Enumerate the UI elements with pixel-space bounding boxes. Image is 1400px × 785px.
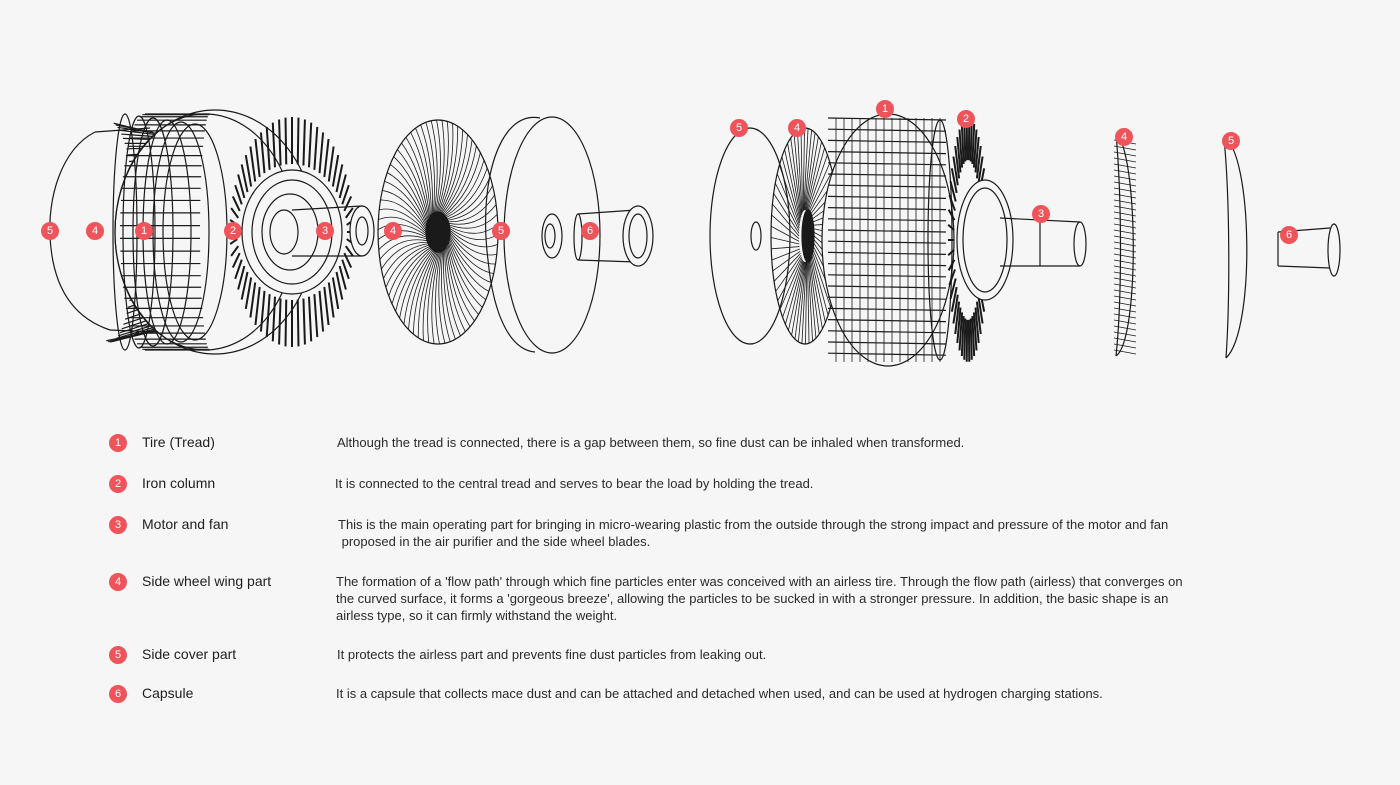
legend-description-line: airless type, so it can firmly withstand… (336, 608, 618, 623)
left-capsule (577, 209, 637, 263)
exploded-view-diagram: 5 4 1 2 3 4 5 6 5 4 1 2 3 4 5 6 (41, 100, 1341, 367)
legend-part-title: Iron column (142, 475, 216, 491)
svg-text:3: 3 (322, 225, 328, 237)
legend-description-line: Although the tread is connected, there i… (337, 435, 965, 450)
legend-description-line: It is a capsule that collects mace dust … (336, 686, 1103, 701)
legend-description-line: the curved surface, it forms a 'gorgeous… (336, 591, 1169, 606)
right-callout-7: 6 (1280, 226, 1298, 244)
svg-text:4: 4 (92, 225, 98, 237)
legend-number-badge: 6 (109, 685, 127, 703)
legend-part-title: Capsule (142, 685, 194, 701)
left-exploded-assembly (49, 109, 654, 355)
legend-description-line: It is connected to the central tread and… (335, 476, 814, 491)
svg-text:3: 3 (1038, 208, 1044, 220)
right-side-cover-front (1223, 137, 1248, 359)
callout-badges: 5 4 1 2 3 4 5 6 5 4 1 2 3 4 5 6 (41, 100, 1298, 244)
svg-text:6: 6 (587, 225, 593, 237)
left-callout-2: 1 (135, 222, 153, 240)
left-callout-0: 5 (41, 222, 59, 240)
legend-part-description: It protects the airless part and prevent… (337, 646, 766, 663)
legend-number-badge: 3 (109, 516, 127, 534)
legend-description-line: proposed in the air purifier and the sid… (338, 534, 651, 549)
legend-part-description: This is the main operating part for brin… (338, 516, 1168, 550)
legend-part-title: Motor and fan (142, 516, 229, 532)
right-callout-1: 4 (788, 119, 806, 137)
left-callout-7: 6 (581, 222, 599, 240)
svg-text:2: 2 (963, 113, 969, 125)
legend-part-title: Side cover part (142, 646, 237, 662)
legend-part-description: It is connected to the central tread and… (335, 475, 813, 492)
svg-text:4: 4 (1121, 131, 1127, 143)
legend-part-title: Tire (Tread) (142, 434, 215, 450)
legend-number-badge: 4 (109, 573, 127, 591)
left-side-cover-front (485, 116, 541, 353)
right-callout-4: 3 (1032, 205, 1050, 223)
svg-text:6: 6 (1286, 229, 1292, 241)
svg-text:4: 4 (794, 122, 800, 134)
svg-text:5: 5 (736, 122, 742, 134)
legend-number-badge: 2 (109, 475, 127, 493)
left-callout-6: 5 (492, 222, 510, 240)
left-iron-column (229, 117, 355, 347)
right-callout-0: 5 (730, 119, 748, 137)
legend-description-line: It protects the airless part and prevent… (337, 647, 767, 662)
left-callout-5: 4 (384, 222, 402, 240)
right-wing-front (1113, 133, 1137, 357)
left-motor-cylinder (291, 205, 363, 257)
right-callout-3: 2 (957, 110, 975, 128)
left-callout-3: 2 (224, 222, 242, 240)
right-callout-6: 5 (1222, 132, 1240, 150)
legend-number-badge: 5 (109, 646, 127, 664)
legend-part-description: The formation of a 'flow path' through w… (336, 573, 1183, 624)
right-callout-5: 4 (1115, 128, 1133, 146)
svg-text:5: 5 (498, 225, 504, 237)
legend-description-line: This is the main operating part for brin… (338, 517, 1169, 532)
legend-description-line: The formation of a 'flow path' through w… (336, 574, 1183, 589)
legend-part-description: It is a capsule that collects mace dust … (336, 685, 1103, 702)
left-callout-4: 3 (316, 222, 334, 240)
right-callout-2: 1 (876, 100, 894, 118)
svg-text:1: 1 (141, 225, 147, 237)
svg-text:5: 5 (1228, 135, 1234, 147)
right-side-cover-back (709, 127, 791, 345)
svg-text:4: 4 (390, 225, 396, 237)
left-callout-1: 4 (86, 222, 104, 240)
legend-number-badge: 1 (109, 434, 127, 452)
right-exploded-assembly (709, 113, 1341, 367)
svg-text:5: 5 (47, 225, 53, 237)
legend-part-title: Side wheel wing part (142, 573, 272, 589)
legend-part-description: Although the tread is connected, there i… (337, 434, 964, 451)
svg-text:2: 2 (230, 225, 236, 237)
svg-text:1: 1 (882, 103, 888, 115)
